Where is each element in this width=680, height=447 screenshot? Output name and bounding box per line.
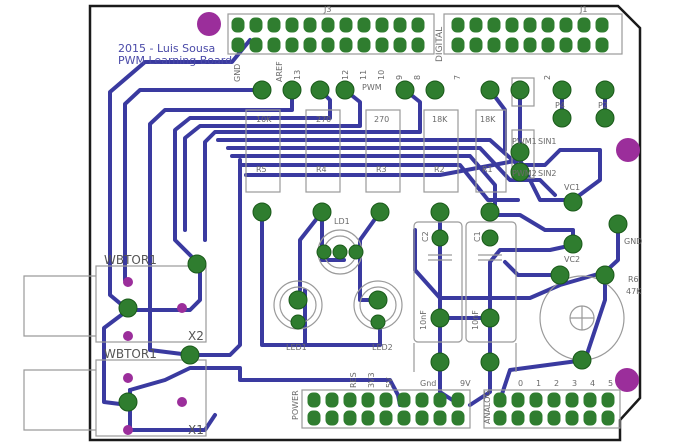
r3-value: 270 [374, 115, 389, 124]
c2-value: 10nF [419, 310, 428, 330]
analog-num-1: 1 [536, 379, 541, 388]
power-label-res: RES [349, 372, 358, 388]
vc2-label: VC2 [564, 255, 580, 264]
r1-ref: R1 [482, 165, 493, 174]
digital-num-9: 9 [395, 75, 404, 80]
mount-hole-right [616, 138, 640, 162]
digital-num-12: 12 [341, 70, 350, 80]
power-label-3v3: 3V3 [367, 372, 376, 388]
labels: 2015 - Luis Sousa PWM Learning Board [118, 42, 232, 67]
led2-label: LED2 [372, 343, 393, 352]
board-outline [88, 4, 642, 442]
jack-labels: WBTOR1 X2 WBTOR1 X1 [104, 253, 204, 437]
analog-num-3: 3 [572, 379, 577, 388]
power-label-5v: 5V [385, 377, 394, 388]
label-gnd-top: GND [233, 64, 242, 82]
r2-value: 18K [432, 115, 448, 124]
pwm1-label: PWM1 [512, 137, 537, 146]
c1-ref: C1 [473, 231, 482, 242]
label-aref: AREF [275, 61, 284, 82]
label-j1: J1 [579, 5, 587, 14]
sin1-label: SIN1 [538, 137, 557, 146]
label-j3: J3 [323, 5, 331, 14]
silk-labels: J3 J1 DIGITAL AREF GND POWER ANALOG 13 1… [233, 5, 642, 424]
power-label-gnd: Gnd [420, 379, 436, 388]
c2-ref: C2 [421, 231, 430, 242]
jack2-label: WBTOR1 [104, 253, 157, 267]
silkscreen [23, 13, 625, 437]
r4-ref: R4 [316, 165, 327, 174]
r5-value: 10K [256, 115, 272, 124]
digital-num-2: 2 [543, 75, 552, 80]
pwm2-label: PWM2 [512, 169, 537, 178]
r3-ref: R3 [376, 165, 387, 174]
gnd-label: GND [624, 237, 642, 246]
analog-num-4: 4 [590, 379, 595, 388]
led1-label: LED1 [286, 343, 307, 352]
analog-num-5: 5 [608, 379, 613, 388]
r4-value: 270 [316, 115, 331, 124]
pwm-top-label: PWM [362, 83, 382, 92]
mount-hole-bottom-right [615, 368, 639, 392]
header-pads-digital-right [451, 17, 609, 53]
r2-ref: R2 [434, 165, 445, 174]
r1-value: 18K [480, 115, 496, 124]
r5-ref: R5 [256, 165, 267, 174]
digital-num-7: 7 [453, 75, 462, 80]
component-pads [118, 80, 628, 412]
ld1-label: LD1 [334, 217, 350, 226]
digital-num-8: 8 [413, 75, 422, 80]
header-pads-digital-left [231, 17, 425, 53]
jack1-ref: X1 [188, 423, 204, 437]
r6-ref: R6 [628, 275, 639, 284]
p2-label: P2 [598, 101, 608, 110]
vc1-label: VC1 [564, 183, 580, 192]
power-label-9v: 9V [460, 379, 471, 388]
mount-hole-top-left [197, 12, 221, 36]
label-digital: DIGITAL [435, 27, 445, 62]
label-power: POWER [291, 390, 300, 420]
board-title-line2: PWM Learning Board [118, 54, 232, 67]
digital-num-10: 10 [377, 70, 386, 80]
r6-value: 47K [626, 287, 642, 296]
label-analog: ANALOG [483, 390, 492, 424]
digital-num-13: 13 [293, 70, 302, 80]
digital-num-11: 11 [359, 70, 368, 80]
analog-num-0: 0 [518, 379, 523, 388]
header-pads-analog [493, 392, 615, 426]
sin2-label: SIN2 [538, 169, 557, 178]
board-title-line1: 2015 - Luis Sousa [118, 42, 215, 55]
analog-num-2: 2 [554, 379, 559, 388]
jack1-label: WBTOR1 [104, 347, 157, 361]
jack-holes [123, 277, 187, 435]
p4-label: P4 [555, 101, 565, 110]
header-pads-power [307, 392, 465, 426]
c1-value: 10nF [471, 310, 480, 330]
jack2-ref: X2 [188, 329, 204, 343]
